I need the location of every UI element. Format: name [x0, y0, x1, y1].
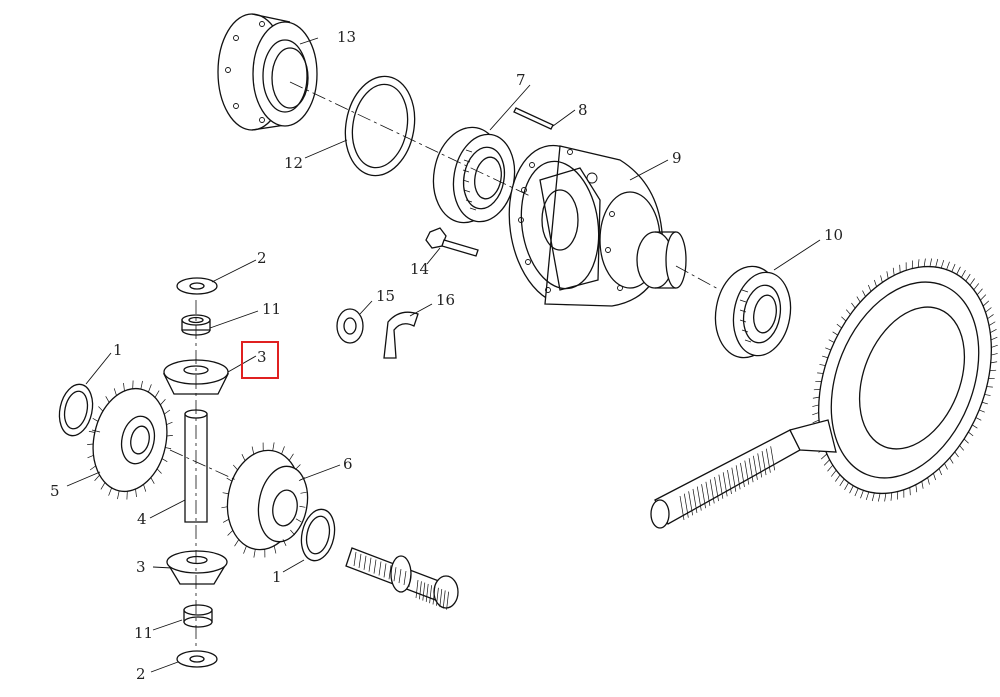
- callout-16: 16: [436, 291, 455, 309]
- callout-7: 7: [516, 71, 526, 89]
- part-11-bushing-bottom: [183, 604, 213, 628]
- pinion-shaft-splines: [679, 446, 776, 521]
- ring-gear-and-pinion-shaft: [650, 258, 998, 529]
- callout-5: 5: [50, 482, 60, 500]
- callout-8: 8: [578, 101, 588, 119]
- side-gear-teeth: [221, 442, 307, 558]
- callout-11-bottom: 11: [134, 624, 153, 642]
- part-6-side-gear: [221, 442, 309, 558]
- leader-lines: [66, 37, 821, 673]
- callout-labels: 13 7 8 9 12 10 14 15 16 2 11 3 1 5 6 4 1…: [50, 28, 843, 683]
- part-9-differential-housing: [508, 144, 687, 307]
- callout-12: 12: [284, 154, 303, 172]
- axle-splines: [353, 551, 449, 610]
- callout-6: 6: [343, 455, 353, 473]
- part-2-thrust-washer-bottom: [176, 650, 218, 668]
- callout-2-top: 2: [257, 249, 267, 267]
- callout-15: 15: [376, 287, 395, 305]
- part-14-bolt: [425, 227, 479, 257]
- callout-13: 13: [337, 28, 356, 46]
- part-2-thrust-washer-top: [176, 277, 218, 295]
- callout-9: 9: [672, 149, 682, 167]
- part-10-bearing: [714, 265, 792, 359]
- part-7-bearing: [432, 126, 516, 224]
- callout-3-bottom: 3: [136, 558, 146, 576]
- part-8-pin: [513, 107, 554, 130]
- ring-gear-teeth: [812, 258, 998, 502]
- callout-1-left: 1: [113, 341, 123, 359]
- callout-11-top: 11: [262, 300, 281, 318]
- axis-lines: [91, 81, 721, 650]
- part-5-side-gear: [87, 380, 173, 500]
- callout-10: 10: [824, 226, 843, 244]
- callout-3-highlight-box: [241, 341, 279, 379]
- splined-axle-shaft: [345, 547, 459, 610]
- callout-1-right: 1: [272, 568, 282, 586]
- callout-4: 4: [137, 510, 147, 528]
- callout-14: 14: [410, 260, 429, 278]
- callout-2-bottom: 2: [136, 665, 146, 683]
- part-13-bearing-cover: [217, 13, 318, 131]
- callout-3-top: 3: [257, 348, 267, 366]
- part-1-thrust-washer-left: [58, 383, 94, 437]
- part-16-lock-plate: [383, 311, 419, 359]
- part-1-thrust-washer-right: [300, 508, 336, 562]
- side-gear-teeth: [87, 380, 173, 500]
- part-3-spider-gear-bottom: [166, 550, 228, 585]
- part-12-gasket: [344, 75, 416, 177]
- part-15-washer: [336, 308, 364, 344]
